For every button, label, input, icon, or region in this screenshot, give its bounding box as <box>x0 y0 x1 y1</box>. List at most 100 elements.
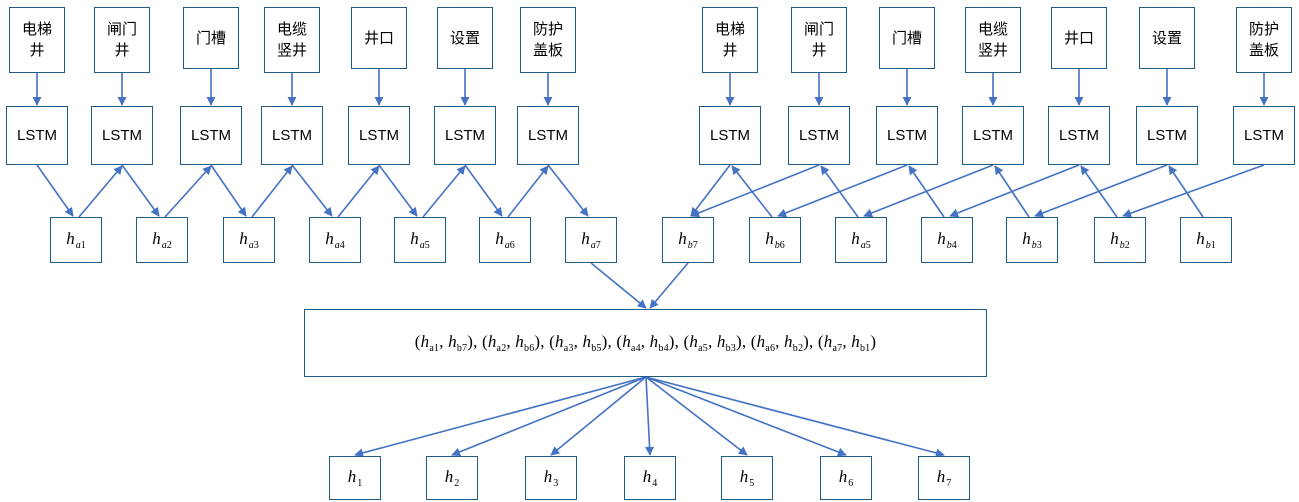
lstm-label: LSTM <box>101 127 142 144</box>
hidden-to-concat-arrow <box>649 262 689 309</box>
forward-hidden-label: ha2 <box>152 229 172 251</box>
lstm-label: LSTM <box>972 127 1013 144</box>
hidden-to-lstm-arrow <box>731 165 773 218</box>
backward-hidden-label: hb6 <box>765 229 785 251</box>
backward-lstm-cell: LSTM <box>1233 106 1295 165</box>
forward-lstm-cell: LSTM <box>180 106 242 165</box>
output-label: h3 <box>543 467 559 489</box>
output-label: h7 <box>936 467 952 489</box>
lstm-to-hidden-arrow <box>547 164 589 217</box>
forward-word-box: 闸门 井 <box>94 7 150 73</box>
backward-word-label: 设置 <box>1151 28 1182 47</box>
backward-hidden-label: hb1 <box>1196 229 1216 251</box>
pairs-formula: (ha1, hb7), (ha2, hb6), (ha3, hb5), (ha4… <box>414 332 877 354</box>
backward-word-box: 闸门 井 <box>791 7 847 73</box>
lstm-label: LSTM <box>1146 127 1187 144</box>
backward-lstm-cell: LSTM <box>1136 106 1198 165</box>
forward-lstm-cell: LSTM <box>91 106 153 165</box>
concat-to-output-arrow <box>354 376 647 458</box>
lstm-label: LSTM <box>527 127 568 144</box>
backward-lstm-cell: LSTM <box>962 106 1024 165</box>
output-state: h2 <box>426 456 478 500</box>
concat-to-output-arrow <box>645 376 655 456</box>
forward-hidden-label: ha1 <box>66 229 86 251</box>
hidden-to-lstm-arrow <box>164 165 212 218</box>
forward-word-label: 门槽 <box>195 28 226 47</box>
forward-word-box: 电梯 井 <box>9 7 65 73</box>
output-label: h1 <box>347 467 363 489</box>
lstm-to-hidden-arrow <box>949 164 1080 218</box>
hidden-to-lstm-arrow <box>78 165 123 218</box>
lstm-label: LSTM <box>190 127 231 144</box>
forward-hidden-state: ha3 <box>223 217 275 263</box>
output-label: h2 <box>444 467 460 489</box>
output-label: h5 <box>739 467 755 489</box>
hidden-to-lstm-arrow <box>337 165 380 218</box>
lstm-to-hidden-arrow <box>36 164 74 217</box>
lstm-to-hidden-arrow <box>291 164 333 217</box>
output-state: h7 <box>918 456 970 500</box>
backward-word-label: 井口 <box>1063 28 1094 47</box>
lstm-label: LSTM <box>798 127 839 144</box>
lstm-to-hidden-arrow <box>1034 164 1168 218</box>
backward-word-box: 电缆 竖井 <box>965 7 1021 73</box>
backward-word-box: 井口 <box>1051 7 1107 69</box>
forward-hidden-state: ha4 <box>309 217 361 263</box>
forward-hidden-state: ha7 <box>565 217 617 263</box>
backward-hidden-label: hb7 <box>678 229 698 251</box>
output-state: h1 <box>329 456 381 500</box>
hidden-to-lstm-arrow <box>994 165 1030 218</box>
backward-lstm-cell: LSTM <box>1048 106 1110 165</box>
forward-word-label: 电梯 井 <box>21 20 52 59</box>
lstm-to-hidden-arrow <box>863 164 994 218</box>
backward-hidden-label: hb4 <box>937 229 957 251</box>
hidden-to-concat-arrow <box>590 262 647 309</box>
forward-hidden-state: ha2 <box>136 217 188 263</box>
backward-word-label: 门槽 <box>891 28 922 47</box>
forward-word-label: 井口 <box>363 28 394 47</box>
forward-lstm-cell: LSTM <box>348 106 410 165</box>
hidden-to-lstm-arrow <box>1080 165 1118 218</box>
lstm-to-hidden-arrow <box>378 164 418 217</box>
backward-hidden-label: hb3 <box>1022 229 1042 251</box>
forward-hidden-label: ha6 <box>495 229 515 251</box>
hidden-to-lstm-arrow <box>507 165 549 218</box>
forward-word-box: 防护 盖板 <box>520 7 576 73</box>
backward-hidden-state: hb1 <box>1180 217 1232 263</box>
forward-lstm-cell: LSTM <box>517 106 579 165</box>
backward-lstm-cell: LSTM <box>699 106 761 165</box>
backward-word-box: 门槽 <box>879 7 935 69</box>
lstm-to-hidden-arrow <box>121 164 160 217</box>
forward-word-label: 电缆 竖井 <box>276 20 307 59</box>
forward-hidden-label: ha3 <box>239 229 259 251</box>
lstm-to-hidden-arrow <box>690 164 820 218</box>
lstm-to-hidden-arrow <box>1122 164 1265 218</box>
output-state: h4 <box>624 456 676 500</box>
lstm-label: LSTM <box>1058 127 1099 144</box>
lstm-to-hidden-arrow <box>690 164 731 217</box>
hidden-to-lstm-arrow <box>422 165 466 218</box>
concat-to-output-arrow <box>451 376 647 457</box>
forward-lstm-cell: LSTM <box>434 106 496 165</box>
backward-word-box: 防护 盖板 <box>1236 7 1292 73</box>
backward-hidden-state: hb3 <box>1006 217 1058 263</box>
backward-word-box: 电梯 井 <box>702 7 758 73</box>
output-state: h6 <box>820 456 872 500</box>
output-label: h4 <box>642 467 658 489</box>
backward-hidden-state: hb4 <box>921 217 973 263</box>
forward-hidden-label: ha7 <box>581 229 601 251</box>
lstm-label: LSTM <box>1243 127 1284 144</box>
backward-hidden-state: hb6 <box>749 217 801 263</box>
forward-hidden-state: ha5 <box>394 217 446 263</box>
backward-word-label: 闸门 井 <box>803 20 834 59</box>
lstm-label: LSTM <box>358 127 399 144</box>
lstm-to-hidden-arrow <box>777 164 908 218</box>
backward-lstm-cell: LSTM <box>788 106 850 165</box>
lstm-label: LSTM <box>16 127 57 144</box>
backward-word-label: 电梯 井 <box>714 20 745 59</box>
forward-lstm-cell: LSTM <box>6 106 68 165</box>
forward-hidden-label: ha5 <box>410 229 430 251</box>
concat-to-output-arrow <box>645 376 945 458</box>
forward-word-label: 防护 盖板 <box>532 20 563 59</box>
backward-hidden-state: hb2 <box>1094 217 1146 263</box>
